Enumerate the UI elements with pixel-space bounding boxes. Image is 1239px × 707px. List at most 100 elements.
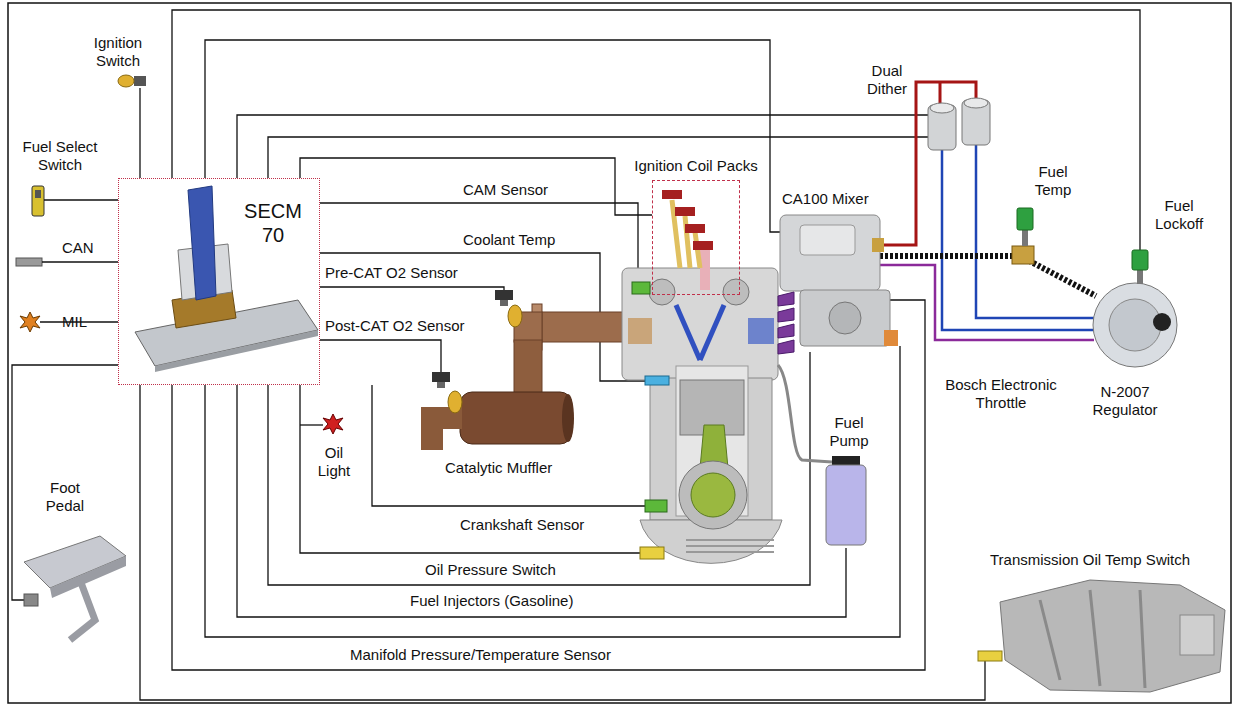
fuel-pump — [826, 456, 866, 545]
wire — [205, 346, 900, 637]
ignition-switch-icon — [118, 75, 134, 87]
part-label: Coolant Temp — [463, 231, 555, 249]
exhaust-system — [562, 394, 574, 442]
throttle-body — [800, 290, 890, 346]
part-label: Crankshaft Sensor — [460, 516, 584, 534]
dither-valve — [930, 103, 954, 113]
fuel-line — [862, 265, 1094, 340]
part-label: Post-CAT O2 Sensor — [325, 317, 465, 335]
controller-module — [188, 186, 216, 300]
exhaust-system — [460, 392, 572, 444]
part-label: CA100 Mixer — [782, 190, 869, 208]
o2-sensor — [500, 300, 508, 306]
wire — [300, 385, 640, 553]
engine-cutaway — [686, 540, 774, 552]
exhaust-system — [432, 418, 462, 450]
part-label: MIL — [62, 313, 87, 331]
o2-sensor — [448, 391, 462, 413]
engine-cutaway — [645, 500, 667, 512]
wire — [237, 115, 928, 178]
wire — [320, 253, 645, 381]
coil-pack — [662, 190, 713, 290]
fuel-injector — [778, 340, 794, 354]
part-label: Fuel Temp — [1030, 163, 1076, 199]
o2-sensor — [495, 290, 513, 300]
engine-cutaway — [640, 547, 664, 559]
transmission — [1000, 580, 1225, 692]
part-label: Fuel Select Switch — [18, 138, 102, 174]
dither-valve — [964, 98, 988, 108]
o2-sensor — [437, 382, 445, 388]
part-label: Bosch Electronic Throttle — [935, 376, 1067, 412]
ignition-switch-icon — [118, 75, 146, 87]
part-label: Ignition Switch — [83, 34, 153, 70]
part-label: Fuel Lockoff — [1150, 197, 1208, 233]
box-title: SECM 70 — [241, 199, 305, 247]
fuel-hose — [880, 256, 1096, 296]
o2-sensor — [508, 305, 522, 327]
wire — [12, 10, 1140, 700]
engine-cutaway — [723, 279, 749, 305]
part-label: Pre-CAT O2 Sensor — [325, 264, 458, 282]
exhaust-system — [514, 340, 542, 394]
foot-pedal — [24, 594, 38, 606]
fuel-hose — [778, 365, 832, 462]
controller-module — [135, 186, 318, 372]
fuel-injector — [778, 308, 794, 322]
throttle-body — [829, 302, 861, 334]
wire — [139, 88, 140, 178]
part-label: Oil Light — [314, 444, 354, 480]
wire — [320, 203, 638, 282]
fuel-select-switch-icon — [32, 186, 44, 216]
wire — [320, 287, 504, 292]
wire — [172, 10, 1140, 250]
mixer — [780, 215, 884, 291]
coil-pack — [662, 190, 682, 199]
part-label: N-2007 Regulator — [1085, 383, 1165, 419]
part-label: Oil Pressure Switch — [425, 561, 556, 579]
fuel-temp-sensor — [1017, 208, 1033, 230]
ignition-switch-icon — [134, 76, 146, 86]
fuel-pump — [826, 465, 866, 545]
coil-pack — [700, 250, 710, 290]
part-label: Foot Pedal — [38, 479, 92, 515]
can-connector — [16, 258, 42, 266]
engine-cutaway — [748, 318, 774, 344]
o2-sensor — [432, 372, 450, 382]
engine-cutaway — [676, 305, 700, 360]
coil-pack — [672, 200, 700, 268]
foot-pedal — [24, 536, 126, 640]
fuel-injector — [778, 292, 794, 306]
fuel-line — [942, 145, 1096, 330]
fuel-temp-sensor — [1022, 230, 1028, 246]
regulator — [1153, 313, 1171, 331]
wire — [320, 340, 441, 372]
part-label: Dual Dither — [862, 62, 912, 98]
dither-valve — [928, 98, 990, 150]
fuel-temp-sensor — [1012, 208, 1034, 264]
wire — [44, 199, 118, 200]
transmission — [1180, 615, 1214, 655]
foot-pedal — [70, 580, 95, 640]
mixer — [780, 215, 880, 291]
engine-cutaway — [628, 318, 652, 344]
engine-cutaway — [691, 473, 735, 517]
part-label: Fuel Pump — [826, 414, 872, 450]
engine-cutaway — [645, 376, 669, 385]
wire — [300, 158, 652, 215]
fuel-select-switch-icon — [32, 186, 44, 216]
mixer — [800, 225, 855, 255]
part-label: CAN — [62, 239, 94, 257]
throttle-body — [884, 330, 898, 346]
engine-cutaway — [622, 268, 782, 563]
part-label: Fuel Injectors (Gasoline) — [410, 592, 573, 610]
exhaust-system — [540, 312, 624, 342]
part-label: Transmission Oil Temp Switch — [990, 551, 1190, 569]
throttle-body — [800, 290, 898, 346]
wire — [300, 424, 323, 425]
frame — [8, 3, 1231, 703]
part-label: Manifold Pressure/Temperature Sensor — [350, 646, 611, 664]
mil-lamp — [20, 312, 40, 332]
controller-module — [155, 330, 318, 372]
